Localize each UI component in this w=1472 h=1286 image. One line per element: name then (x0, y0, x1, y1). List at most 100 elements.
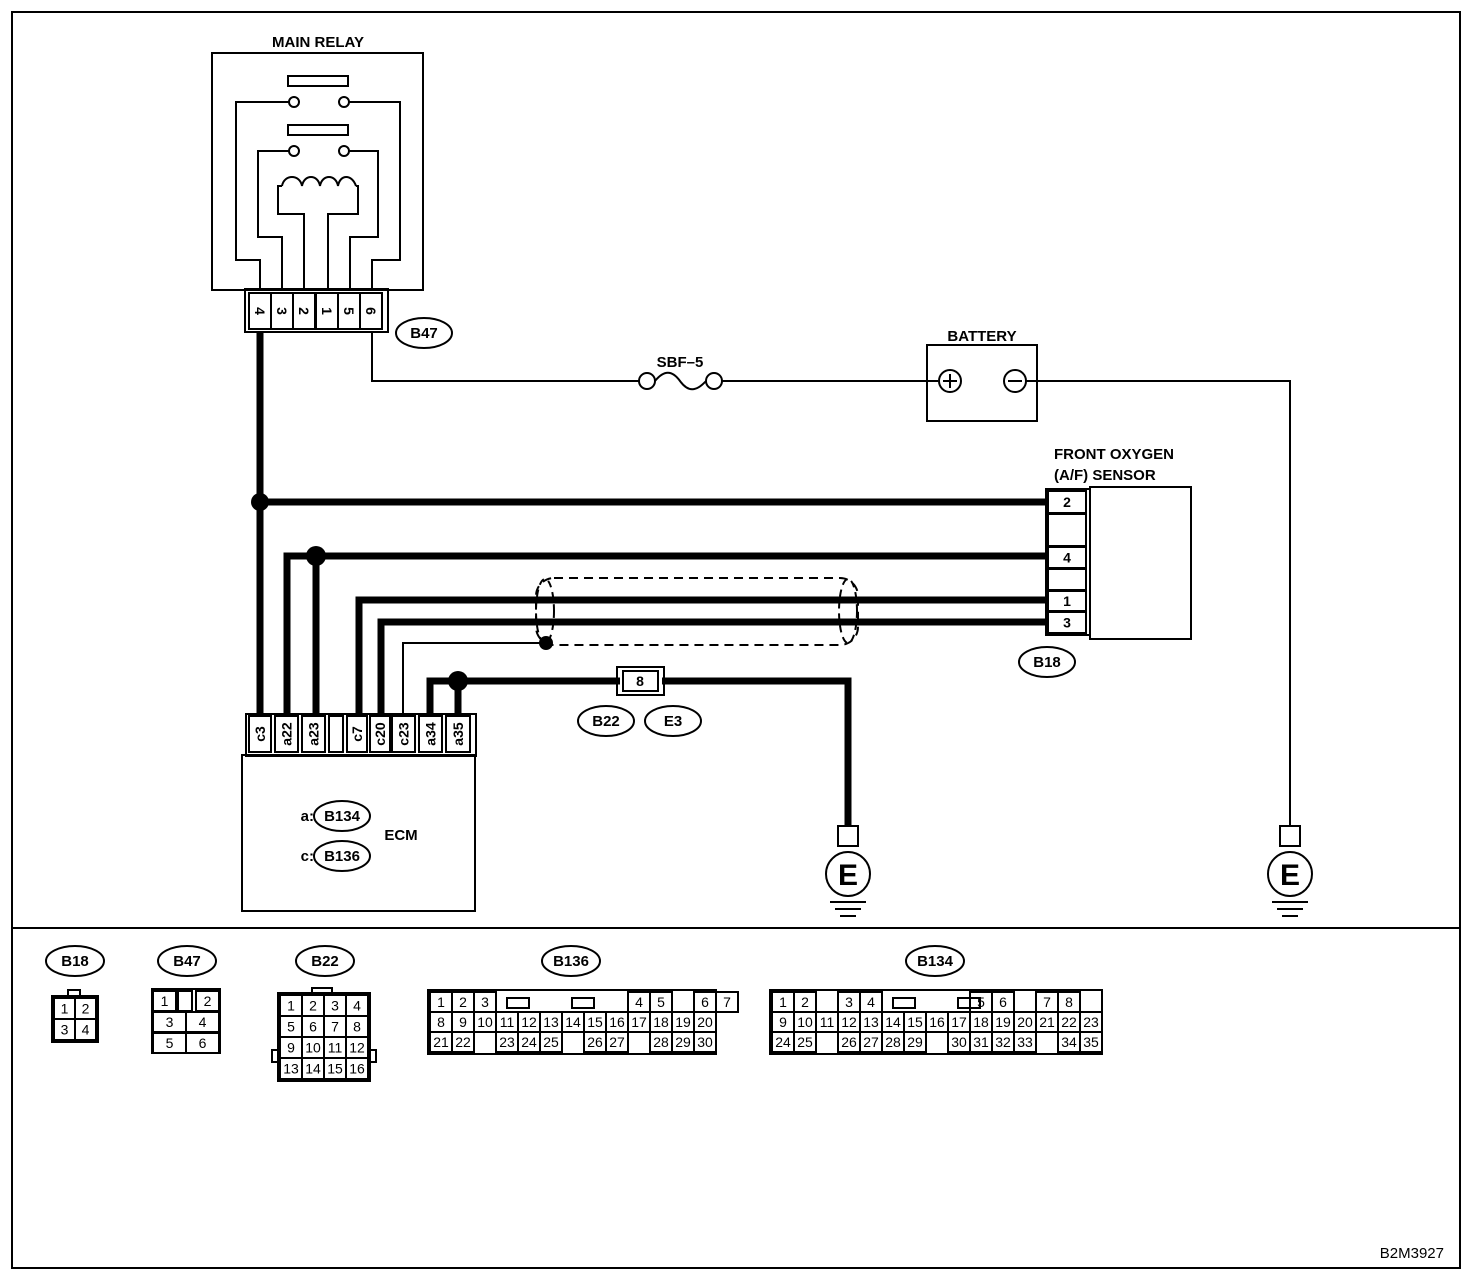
b136-face-pin-label: 26 (587, 1034, 603, 1050)
b136-face-pin-label: 11 (500, 1014, 515, 1030)
b136-face-pin-label: 10 (477, 1014, 493, 1030)
b136-face-pin-label: 14 (565, 1014, 581, 1030)
b136-face-pin-label: 27 (609, 1034, 625, 1050)
ground-terminal (1279, 825, 1301, 847)
ecm-connector-frame (245, 713, 477, 757)
wire-battery-to-ground (1026, 380, 1291, 826)
wire-c23-shield (402, 642, 545, 716)
b136-face-pin-label: 9 (459, 1014, 467, 1030)
splice-point (448, 671, 468, 691)
b47-tag-ellipse (395, 317, 453, 349)
b134-face-pin-label: 28 (885, 1034, 901, 1050)
b136-face-pin-cell (693, 1031, 717, 1053)
b134-face-pin-label: 25 (797, 1034, 813, 1050)
b136-face-pin-label: 29 (675, 1034, 691, 1050)
sensor-pin-label: 2 (1063, 494, 1071, 510)
relay-internal-wire (327, 185, 359, 290)
b136-face-pin-label: 1 (437, 994, 445, 1010)
b136-face-pin-label: 18 (653, 1014, 669, 1030)
b134-face-pin-label: 14 (885, 1014, 901, 1030)
main-relay: MAIN RELAY (211, 34, 424, 291)
b22-face-pin-cell (345, 1057, 369, 1080)
b134-face-pin-label: 23 (1083, 1014, 1099, 1030)
b134-face-pin-label: 32 (995, 1034, 1011, 1050)
b18-face-pin-label: 4 (82, 1022, 90, 1038)
relay-pin-label: 1 (319, 307, 335, 315)
ecm-pin-cell (369, 715, 391, 753)
b22-face-pin-label: 8 (353, 1019, 361, 1035)
b134-face-pin-label: 5 (977, 994, 985, 1010)
b22-face-latch (311, 987, 333, 994)
b136-face-pin-cell (451, 1031, 475, 1053)
wire-c20 (377, 618, 1046, 716)
relay-internal-wire (349, 150, 379, 290)
relay-contact-bar-lower (287, 124, 349, 136)
b134-face-pin-label: 21 (1039, 1014, 1055, 1030)
wire-a22 (283, 552, 1046, 716)
b18-tag: B18 (1018, 646, 1076, 678)
ground-circle (825, 851, 871, 897)
b22-face-pin-label: 4 (353, 998, 361, 1014)
b22-face-tag-ellipse (295, 945, 355, 977)
shield-end (838, 578, 858, 644)
ground-battery: E (1267, 825, 1313, 917)
relay-internal-wire (257, 150, 289, 290)
b134-face-tag-label: B134 (917, 953, 954, 970)
sensor-label-line2: (A/F) SENSOR (1054, 467, 1156, 484)
e3-tag-label: E3 (664, 713, 682, 730)
relay-contact-terminal (288, 96, 300, 108)
ecm-pin-cell (301, 715, 326, 753)
b47-face-pin-label: 3 (166, 1014, 174, 1030)
b22-face-pin-label: 13 (283, 1061, 299, 1077)
ecm-pin-cell (445, 715, 471, 753)
b136-face-pin-label: 22 (455, 1034, 471, 1050)
b22-face-pin-label: 6 (309, 1019, 317, 1035)
b47-face-pin-label: 1 (161, 993, 169, 1009)
relay-contact-bar-upper (287, 75, 349, 87)
e3-tag-ellipse (644, 705, 702, 737)
wire-joint-to-ground (662, 677, 852, 826)
ecm-connector-c-prefix: c: (301, 848, 314, 865)
ecm-pin-label: c7 (349, 726, 365, 742)
b134-face-pin-label: 10 (797, 1014, 813, 1030)
joint-connector-pin-label: 8 (636, 673, 644, 689)
joint-connector-body (616, 666, 665, 696)
b134-face-pin-label: 34 (1061, 1034, 1077, 1050)
b136-face-latch (571, 997, 595, 1009)
joint-connector-pin (622, 670, 659, 692)
ecm-pin-label: a34 (423, 722, 439, 746)
sensor-pin-cell (1047, 568, 1087, 591)
b134-face-pin-cell (1013, 1031, 1037, 1053)
ground-circle (1267, 851, 1313, 897)
b134-face-pin-cell (903, 1031, 927, 1053)
b136-face-pin-label: 16 (609, 1014, 625, 1030)
b134-face-latch (892, 997, 916, 1009)
b22-face-pin-label: 9 (287, 1040, 295, 1056)
b22-tag-label: B22 (592, 713, 620, 730)
wire-c7 (355, 596, 1046, 716)
e3-tag: E3 (644, 705, 702, 737)
b134-face-pin-label: 1 (779, 994, 787, 1010)
b136-face-tag-label: B136 (553, 953, 589, 970)
b18-face-pin-label: 1 (61, 1001, 69, 1017)
relay-pin-label: 3 (274, 307, 290, 315)
b22-tag-ellipse (577, 705, 635, 737)
b136-face-pin-label: 17 (631, 1014, 647, 1030)
ecm-pin-cell (274, 715, 299, 753)
b136-face-pin-label: 21 (433, 1034, 449, 1050)
relay-internal-wire (349, 101, 401, 290)
b22-face-pin-label: 10 (305, 1040, 321, 1056)
b136-tag-label: B136 (324, 848, 360, 865)
b22-face-tag-label: B22 (311, 953, 339, 970)
sensor-pin-label: 3 (1063, 615, 1071, 631)
ecm-pin-cell (346, 715, 368, 753)
b18-face-pin-cell (74, 1018, 97, 1041)
relay-pin-label: 4 (252, 307, 268, 315)
b47-face-tag-label: B47 (173, 953, 201, 970)
b136-face-pin-label: 2 (459, 994, 467, 1010)
b134-tag-label: B134 (324, 808, 361, 825)
relay-pin-cell (359, 292, 383, 330)
b47-face-pin-label: 6 (199, 1035, 207, 1051)
b136-face-pin-label: 20 (697, 1014, 713, 1030)
